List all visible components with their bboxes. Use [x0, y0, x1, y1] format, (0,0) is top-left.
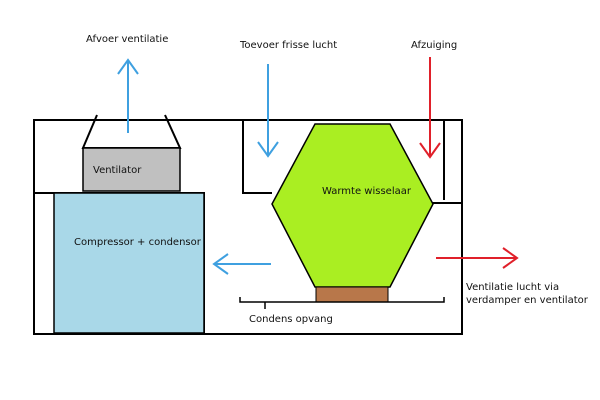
heat-exchanger-chamber-wall — [242, 120, 272, 194]
condensate-tray — [315, 286, 389, 303]
ventilation-air-label-line2: verdamper en ventilator — [466, 295, 589, 306]
left-arrow-icon — [212, 253, 271, 275]
heat-exchanger-label: Warmte wisselaar — [322, 186, 412, 197]
heat-exchanger — [271, 123, 434, 288]
exhaust-ventilation-label: Afvoer ventilatie — [86, 34, 168, 45]
ventilation-air-label-line1: Ventilatie lucht via — [466, 282, 559, 293]
up-arrow-icon — [117, 58, 139, 133]
extraction-label: Afzuiging — [411, 40, 457, 51]
compressor-label: Compressor + condensor — [74, 237, 202, 248]
condensate-floor — [239, 297, 445, 303]
down-arrow-icon — [419, 57, 441, 159]
fresh-air-supply-label: Toevoer frisse lucht — [239, 40, 337, 51]
fan-box — [82, 147, 181, 192]
compressor-box — [53, 192, 205, 334]
condensate-label: Condens opvang — [249, 314, 333, 325]
fan-label: Ventilator — [93, 165, 142, 176]
right-arrow-icon — [436, 247, 519, 269]
down-arrow-icon — [257, 64, 279, 158]
